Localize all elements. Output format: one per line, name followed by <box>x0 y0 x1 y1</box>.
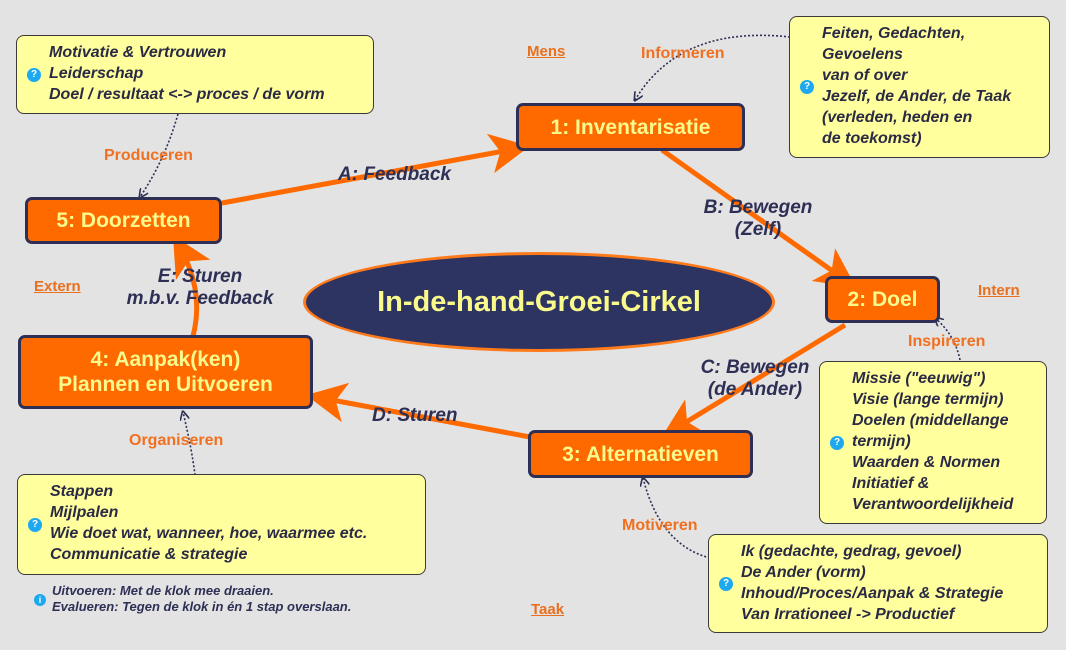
edge-label-text: m.b.v. Feedback <box>126 288 274 309</box>
edge-label-text: (Zelf) <box>734 219 782 240</box>
question-icon[interactable]: ? <box>830 435 844 450</box>
node-label: 3: Alternatieven <box>562 442 719 466</box>
quadrant-intern[interactable]: Intern <box>978 282 1020 299</box>
central-title-text: In-de-hand-Groei-Cirkel <box>377 285 701 318</box>
note-line: Verantwoordelijkheid <box>852 496 1014 513</box>
edge-e <box>172 235 211 337</box>
note-line: de toekomst) <box>822 130 922 147</box>
note-link-n4 <box>183 412 196 476</box>
note-line: termijn) <box>852 433 911 450</box>
edge-label-c: C: Bewegen (de Ander) <box>690 357 820 401</box>
note-line: Visie (lange termijn) <box>852 391 1004 408</box>
verb-motiveren: Motiveren <box>622 517 698 534</box>
footnote: i Uitvoeren: Met de klok mee draaien. Ev… <box>34 583 352 615</box>
note-line: van of over <box>822 67 908 84</box>
verb-informeren: Informeren <box>641 45 725 62</box>
note-doel: ? Missie ("eeuwig") Visie (lange termijn… <box>819 361 1047 524</box>
verb-organiseren: Organiseren <box>129 432 224 449</box>
question-icon[interactable]: ? <box>719 576 733 591</box>
node-doel[interactable]: 2: Doel <box>825 276 940 323</box>
node-aanpak[interactable]: 4: Aanpak(ken) Plannen en Uitvoeren <box>18 335 313 409</box>
note-alternatieven: ? Ik (gedachte, gedrag, gevoel) De Ander… <box>708 534 1048 633</box>
node-alternatieven[interactable]: 3: Alternatieven <box>528 430 753 478</box>
info-icon[interactable]: i <box>34 594 46 606</box>
footnote-line: Uitvoeren: Met de klok mee draaien. <box>52 583 274 598</box>
note-line: Doelen (middellange <box>852 412 1009 429</box>
note-doorzetten: ? Motivatie & Vertrouwen Leiderschap Doe… <box>16 35 374 114</box>
note-line: Gevoelens <box>822 46 903 63</box>
node-label-line1: 4: Aanpak(ken) <box>90 348 241 371</box>
note-line: Ik (gedachte, gedrag, gevoel) <box>741 543 962 560</box>
note-line: Wie doet wat, wanneer, hoe, waarmee etc. <box>50 525 368 542</box>
node-label: 2: Doel <box>847 288 918 311</box>
edge-c <box>661 322 847 438</box>
edge-label-text: (de Ander) <box>707 379 803 400</box>
quadrant-extern[interactable]: Extern <box>34 278 81 295</box>
note-line: Waarden & Normen <box>852 454 1001 471</box>
node-label-line2: Plannen en Uitvoeren <box>58 373 273 396</box>
note-line: Mijlpalen <box>50 504 119 521</box>
edge-label-text: A: Feedback <box>338 164 451 185</box>
note-line: Jezelf, de Ander, de Taak <box>822 88 1012 105</box>
note-line: Van Irrationeel -> Productief <box>741 606 955 623</box>
note-line: Doel / resultaat <-> proces / de vorm <box>49 86 325 103</box>
edge-label-b: B: Bewegen (Zelf) <box>693 197 823 241</box>
edge-label-a: A: Feedback <box>338 164 451 186</box>
note-line: Inhoud/Proces/Aanpak & Strategie <box>741 585 1004 602</box>
edge-label-text: C: Bewegen <box>700 357 810 378</box>
edge-a <box>221 133 530 206</box>
edge-label-text: E: Sturen <box>157 266 243 287</box>
node-doorzetten[interactable]: 5: Doorzetten <box>25 197 222 244</box>
question-icon[interactable]: ? <box>800 80 814 94</box>
edge-label-d: D: Sturen <box>372 405 458 427</box>
node-label: 5: Doorzetten <box>56 209 191 232</box>
note-link-n5 <box>140 113 179 197</box>
note-line: Initiatief & <box>852 475 930 492</box>
node-inventarisatie[interactable]: 1: Inventarisatie <box>516 103 745 151</box>
note-line: Stappen <box>50 483 114 500</box>
note-line: Communicatie & strategie <box>50 546 248 563</box>
edge-label-text: B: Bewegen <box>703 197 813 218</box>
verb-inspireren: Inspireren <box>908 333 986 350</box>
note-line: Leiderschap <box>49 65 144 82</box>
note-line: Motivatie & Vertrouwen <box>49 44 227 61</box>
quadrant-mens[interactable]: Mens <box>527 43 566 60</box>
note-line: (verleden, heden en <box>822 109 973 126</box>
question-icon[interactable]: ? <box>27 67 41 82</box>
footnote-line: Evalueren: Tegen de klok in én 1 stap ov… <box>52 599 352 614</box>
note-line: De Ander (vorm) <box>741 564 866 581</box>
quadrant-taak[interactable]: Taak <box>531 601 565 618</box>
verb-produceren: Produceren <box>104 147 193 164</box>
edge-label-text: D: Sturen <box>372 405 458 426</box>
edge-b <box>660 147 857 288</box>
edge-label-e: E: Sturen m.b.v. Feedback <box>110 266 290 310</box>
note-link-n1 <box>635 34 791 100</box>
note-inventarisatie: ? Feiten, Gedachten, Gevoelens van of ov… <box>789 16 1050 158</box>
note-link-n2 <box>935 318 961 361</box>
note-line: Feiten, Gedachten, <box>822 25 966 42</box>
node-label: 1: Inventarisatie <box>550 115 711 139</box>
note-aanpak: ? Stappen Mijlpalen Wie doet wat, wannee… <box>17 474 426 575</box>
central-title: In-de-hand-Groei-Cirkel <box>303 252 775 352</box>
question-icon[interactable]: ? <box>28 517 42 532</box>
edge-d <box>306 382 531 440</box>
note-line: Missie ("eeuwig") <box>852 370 986 387</box>
